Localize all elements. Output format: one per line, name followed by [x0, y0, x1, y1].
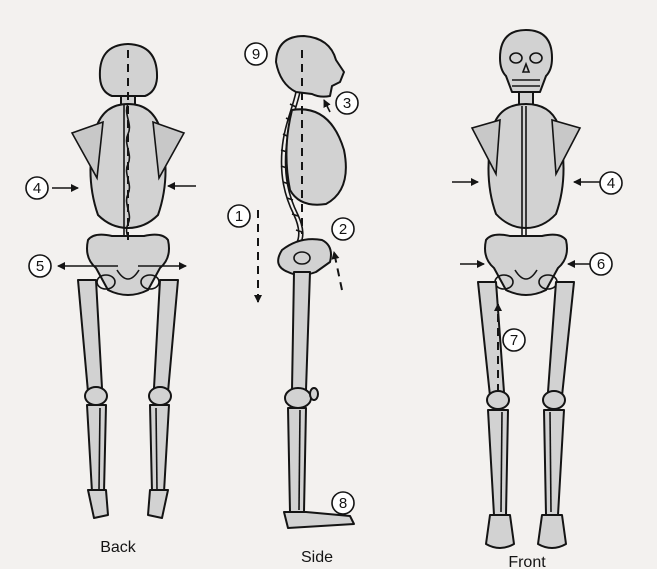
back-view-label: Back: [100, 539, 137, 556]
svg-text:6: 6: [597, 256, 605, 273]
marker-9: 9: [245, 43, 267, 65]
marker-3: 3: [336, 92, 358, 114]
svg-text:1: 1: [235, 208, 243, 225]
front-view-label: Front: [508, 554, 546, 569]
side-view-label: Side: [301, 549, 333, 566]
marker-4-front: 4: [600, 172, 622, 194]
marker-2: 2: [332, 218, 354, 240]
marker-6: 6: [590, 253, 612, 275]
marker-5: 5: [29, 255, 51, 277]
svg-text:4: 4: [607, 175, 615, 192]
marker-7: 7: [503, 329, 525, 351]
marker-4-back: 4: [26, 177, 48, 199]
marker-1: 1: [228, 205, 250, 227]
svg-text:4: 4: [33, 180, 41, 197]
svg-text:2: 2: [339, 221, 347, 238]
svg-text:9: 9: [252, 46, 260, 63]
marker-8: 8: [332, 492, 354, 514]
svg-text:3: 3: [343, 95, 351, 112]
svg-text:8: 8: [339, 495, 347, 512]
svg-text:5: 5: [36, 258, 44, 275]
svg-text:7: 7: [510, 332, 518, 349]
